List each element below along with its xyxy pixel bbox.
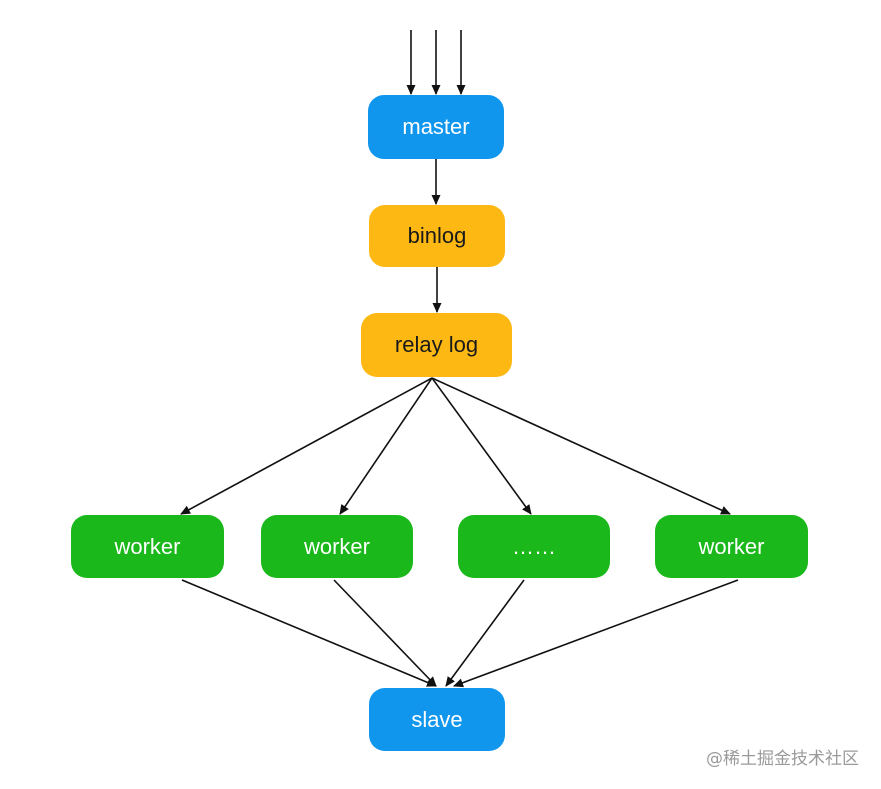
worker-label-4: worker [698, 533, 765, 559]
master-label: master [402, 114, 470, 139]
edge-worker-ellipsis-to-slave [445, 579, 525, 687]
edge-relay-log-to-worker-ellipsis [431, 377, 532, 515]
worker-ellipsis-label: …… [512, 533, 556, 559]
watermark: @稀土掘金技术社区 [706, 749, 859, 769]
worker-node-2: worker [261, 515, 413, 578]
slave-label: slave [411, 706, 463, 732]
worker-node-4: worker [655, 515, 808, 578]
edge-worker-4-to-slave [453, 579, 739, 688]
edge-worker-1-to-slave [181, 579, 437, 687]
slave-node: slave [369, 688, 505, 751]
worker-label-1: worker [114, 533, 181, 559]
edge-layer [180, 30, 739, 688]
worker-node-1: worker [71, 515, 224, 578]
relay-log-node: relay log [361, 313, 512, 377]
worker-node-ellipsis: …… [458, 515, 610, 578]
edge-relay-log-to-worker-1 [180, 377, 433, 515]
edge-relay-log-to-worker-4 [431, 377, 731, 515]
master-node: master [368, 95, 504, 159]
binlog-node: binlog [369, 205, 505, 267]
edge-relay-log-to-worker-2 [339, 377, 433, 515]
relay-log-label: relay log [394, 332, 479, 357]
worker-label-2: worker [303, 533, 370, 559]
binlog-label: binlog [407, 223, 467, 248]
edge-worker-2-to-slave [333, 579, 437, 687]
